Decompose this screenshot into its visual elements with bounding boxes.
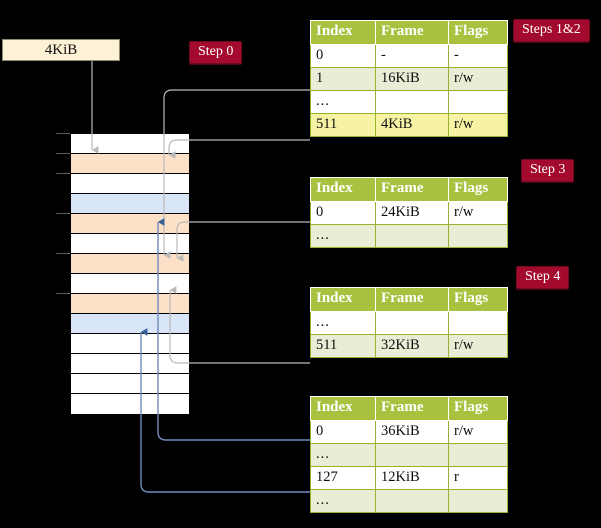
- cell-index: 127: [310, 466, 376, 491]
- table-row: ...: [310, 489, 508, 514]
- cell-index: ...: [310, 442, 376, 468]
- cell-index: ...: [310, 90, 376, 115]
- cell-index: ...: [310, 489, 376, 514]
- table-header-row: Index Frame Flags: [310, 396, 508, 421]
- column-header-frame: Frame: [375, 396, 449, 421]
- column-header-flags: Flags: [448, 396, 508, 421]
- cell-flags: r/w: [448, 333, 508, 359]
- column-header-frame: Frame: [375, 177, 449, 202]
- memory-frame: [71, 394, 189, 414]
- cell-index: ...: [310, 310, 376, 335]
- table-row: ...: [310, 442, 508, 468]
- badge-steps-1-2-label: Steps 1&2: [522, 22, 581, 37]
- cell-index: ...: [310, 223, 376, 249]
- badge-step-3: Step 3: [521, 159, 575, 183]
- column-header-flags: Flags: [448, 177, 508, 202]
- memory-frame: [71, 194, 189, 214]
- frame-tick: [56, 153, 70, 154]
- cell-flags: [448, 90, 508, 115]
- cell-flags: r/w: [448, 200, 508, 225]
- memory-frame: [71, 354, 189, 374]
- table-row: ...: [310, 223, 508, 249]
- memory-frame: [71, 214, 189, 234]
- cell-frame: [375, 442, 449, 468]
- cell-flags: r/w: [448, 113, 508, 138]
- memory-frame: [71, 174, 189, 194]
- cell-flags: [448, 310, 508, 335]
- memory-frame: [71, 334, 189, 354]
- table-row: ...: [310, 90, 508, 115]
- badge-step-4: Step 4: [516, 266, 570, 290]
- table-header-row: Index Frame Flags: [310, 20, 508, 45]
- badge-steps-1-2: Steps 1&2: [513, 19, 590, 43]
- column-header-frame: Frame: [375, 20, 449, 45]
- cell-frame: 4KiB: [375, 113, 449, 138]
- cell-index: 0: [310, 419, 376, 444]
- column-header-flags: Flags: [448, 287, 508, 312]
- cell-flags: [448, 223, 508, 249]
- table-row: ...: [310, 310, 508, 335]
- memory-frame: [71, 254, 189, 274]
- column-header-index: Index: [310, 177, 376, 202]
- column-header-frame: Frame: [375, 287, 449, 312]
- table-row: 0--: [310, 43, 508, 68]
- badge-step-3-label: Step 3: [530, 162, 566, 177]
- cell-flags: -: [448, 43, 508, 68]
- cell-flags: r/w: [448, 66, 508, 92]
- memory-frame: [71, 274, 189, 294]
- badge-step-0: Step 0: [189, 41, 243, 65]
- frame-tick: [56, 253, 70, 254]
- column-header-index: Index: [310, 396, 376, 421]
- frame-tick: [56, 133, 70, 134]
- page-size-box: 4KiB: [2, 39, 120, 61]
- frame-tick: [56, 173, 70, 174]
- badge-step-0-label: Step 0: [198, 44, 234, 59]
- physical-memory-column: [70, 133, 190, 414]
- cell-frame: 24KiB: [375, 200, 449, 225]
- cell-frame: [375, 310, 449, 335]
- cell-flags: r/w: [448, 419, 508, 444]
- memory-frame: [71, 234, 189, 254]
- page-size-label: 4KiB: [44, 41, 78, 58]
- cell-index: 0: [310, 200, 376, 225]
- badge-step-4-label: Step 4: [525, 269, 561, 284]
- cell-frame: 12KiB: [375, 466, 449, 491]
- cell-frame: [375, 489, 449, 514]
- cell-frame: [375, 223, 449, 249]
- cell-flags: [448, 489, 508, 514]
- cell-index: 511: [310, 113, 376, 138]
- frame-tick: [56, 293, 70, 294]
- table-header-row: Index Frame Flags: [310, 287, 508, 312]
- memory-frame: [71, 294, 189, 314]
- cell-frame: [375, 90, 449, 115]
- memory-frame: [71, 134, 189, 154]
- cell-index: 1: [310, 66, 376, 92]
- memory-frame: [71, 374, 189, 394]
- cell-index: 511: [310, 333, 376, 359]
- cell-flags: r: [448, 466, 508, 491]
- cell-frame: 16KiB: [375, 66, 449, 92]
- table-header-row: Index Frame Flags: [310, 177, 508, 202]
- cell-flags: [448, 442, 508, 468]
- column-header-flags: Flags: [448, 20, 508, 45]
- frame-tick: [56, 213, 70, 214]
- cell-frame: 32KiB: [375, 333, 449, 359]
- cell-index: 0: [310, 43, 376, 68]
- cell-frame: -: [375, 43, 449, 68]
- column-header-index: Index: [310, 287, 376, 312]
- column-header-index: Index: [310, 20, 376, 45]
- memory-frame: [71, 154, 189, 174]
- cell-frame: 36KiB: [375, 419, 449, 444]
- memory-frame: [71, 314, 189, 334]
